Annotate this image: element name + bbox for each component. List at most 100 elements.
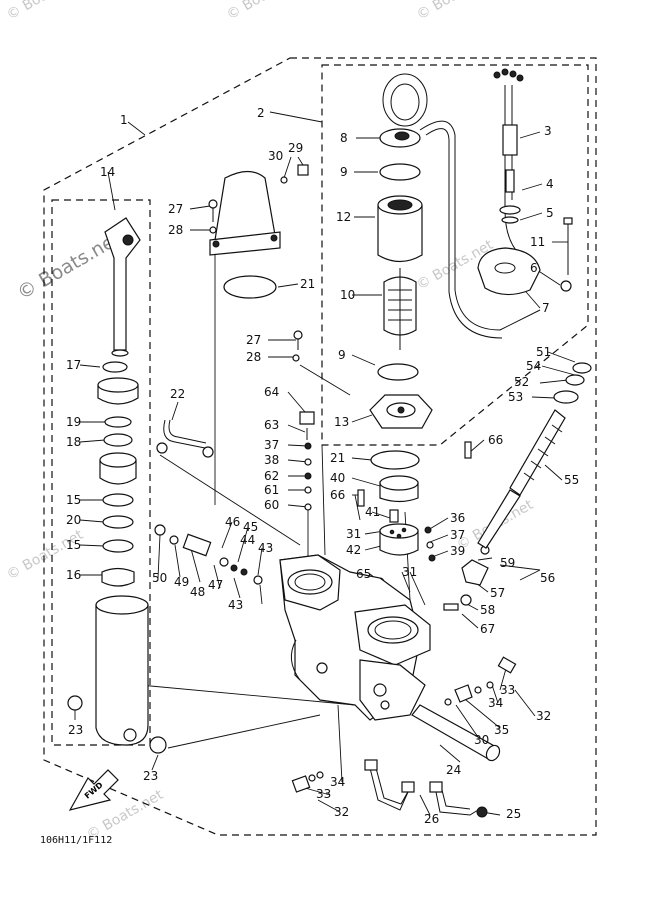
callout: 11 (530, 235, 545, 249)
hydraulic-pipe (369, 767, 409, 811)
bolt (293, 330, 303, 340)
callout: 38 (264, 453, 279, 467)
callout: 27 (246, 333, 261, 347)
callout: 25 (506, 807, 521, 821)
callout: 41 (365, 505, 380, 519)
o-ring (379, 163, 421, 181)
callout: 52 (514, 375, 529, 389)
cylinder-tube (95, 599, 149, 746)
hydraulic-pipe (435, 791, 479, 816)
washer (209, 226, 217, 234)
plug (297, 164, 309, 176)
assembly-1-boundary (43, 57, 597, 836)
callout: 29 (288, 141, 303, 155)
callout: 32 (334, 805, 349, 819)
tilt-motor-parts (369, 68, 573, 429)
o-ring (104, 416, 132, 428)
callout: 56 (540, 571, 555, 585)
watermark: © Boats.net (224, 0, 306, 23)
callout: 57 (490, 586, 505, 600)
callout: 33 (500, 683, 515, 697)
callout: 14 (100, 165, 115, 179)
o-ring (377, 363, 419, 381)
callout: 66 (488, 433, 503, 447)
callout: 13 (334, 415, 349, 429)
o-ring (102, 539, 134, 553)
harness-cover (477, 247, 541, 296)
callout: 32 (536, 709, 551, 723)
callout: 67 (480, 622, 495, 636)
grommet (499, 205, 521, 215)
o-ring (103, 433, 133, 447)
callout: 26 (424, 812, 439, 826)
leader-lines (74, 111, 576, 816)
callout: 24 (446, 763, 461, 777)
part-callouts: 1 2 3 4 5 6 7 8 9 10 11 12 9 13 14 30 29… (66, 106, 579, 826)
callout: 34 (488, 696, 503, 710)
callout: 5 (546, 206, 554, 220)
screw (357, 489, 365, 507)
callout: 66 (330, 488, 345, 502)
callout: 54 (526, 359, 541, 373)
callout: 9 (340, 165, 348, 179)
watermark: © Boats.net (414, 0, 496, 23)
bushing (67, 695, 83, 711)
cylinder-rod (104, 217, 141, 351)
callout: 62 (264, 469, 279, 483)
plug (299, 411, 315, 425)
callout: 16 (66, 568, 81, 582)
diagram-code: 106H11/1F112 (40, 835, 112, 846)
callout: 49 (174, 575, 189, 589)
reservoir-parts (156, 164, 309, 458)
trim-rod-boot (509, 409, 566, 496)
pump-valve-parts (154, 362, 592, 611)
callout: 55 (564, 473, 579, 487)
callout: 43 (258, 541, 273, 555)
screw (560, 280, 572, 292)
callout: 37 (450, 528, 465, 542)
callout: 27 (168, 202, 183, 216)
callout: 21 (330, 451, 345, 465)
o-ring (223, 275, 277, 299)
callout: 8 (340, 131, 348, 145)
callout: 19 (66, 415, 81, 429)
o-ring (102, 493, 134, 507)
callout: 1 (120, 113, 128, 127)
forward-arrow: FWD (68, 769, 119, 811)
callout: 31 (402, 565, 417, 579)
callout: 63 (264, 418, 279, 432)
brush-wire-loop (382, 73, 428, 127)
tilt-cylinder-parts (67, 217, 167, 754)
callout: 35 (494, 723, 509, 737)
callout: 34 (330, 775, 345, 789)
nut (102, 361, 128, 373)
callout: 22 (170, 387, 185, 401)
bushing (149, 736, 167, 754)
callout: 45 (243, 520, 258, 534)
callout: 36 (450, 511, 465, 525)
callout: 51 (536, 345, 551, 359)
callout: 4 (546, 177, 554, 191)
callout: 17 (66, 358, 81, 372)
washer (292, 354, 300, 362)
callout: 58 (480, 603, 495, 617)
callout: 10 (340, 288, 355, 302)
pump-body (279, 554, 517, 818)
callout: 2 (257, 106, 265, 120)
callout: 64 (264, 385, 279, 399)
reservoir-cap (214, 170, 276, 241)
callout: 15 (66, 538, 81, 552)
o-ring (280, 176, 288, 184)
callout: 7 (542, 301, 550, 315)
callout: 20 (66, 513, 81, 527)
callout: 23 (143, 769, 158, 783)
callout: 43 (228, 598, 243, 612)
dust-seal (101, 567, 135, 587)
callout: 50 (152, 571, 167, 585)
callout: 15 (66, 493, 81, 507)
callout: 47 (208, 578, 223, 592)
callout: 65 (356, 567, 371, 581)
callout: 28 (168, 223, 183, 237)
callout: 12 (336, 210, 351, 224)
